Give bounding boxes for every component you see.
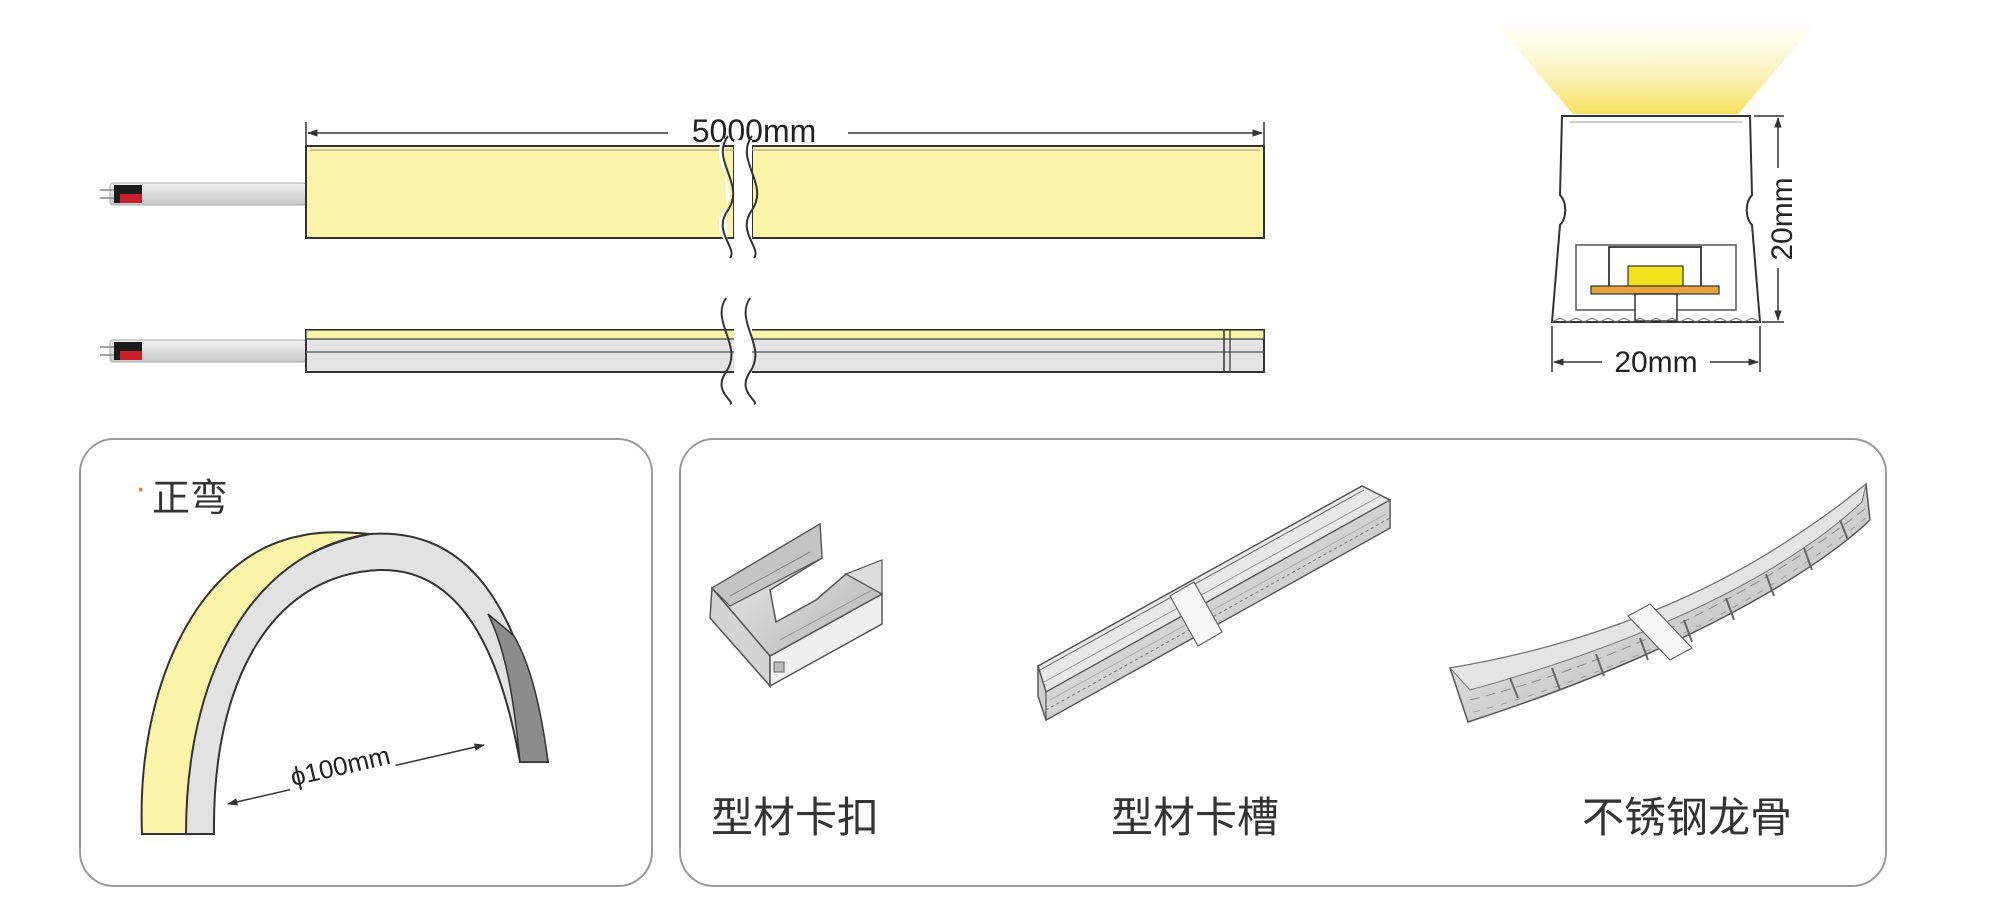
accessory-label-channel: 型材卡槽 [1111,793,1279,842]
cable-red-wire [120,194,142,203]
strip-front-left-segment [305,145,735,239]
stainless-steel-keel-icon [1449,482,1871,723]
profile-clip-icon [709,522,884,688]
led-chip [1627,265,1684,289]
accessory-label-keel: 不锈钢龙骨 [1582,793,1792,842]
strip-front-right-segment [751,145,1265,239]
strip-front-view [100,135,1265,259]
width-label: 20mm [1614,346,1697,379]
arch-led-face [140,531,371,835]
cross-section-view: 20mm 20mm [1498,27,1813,379]
bend-panel: · 正弯 ϕ100mm [79,438,653,887]
bend-bullet: · [136,473,146,508]
bend-title: 正弯 [152,476,228,520]
length-dimension: 5000mm [305,113,1265,149]
light-beam [1498,27,1813,114]
profile-channel-icon [1037,485,1392,722]
pcb-board [1590,285,1720,295]
height-label: 20mm [1766,177,1799,260]
length-label: 5000mm [692,113,817,149]
accessories-panel: 型材卡扣 型材卡槽 不锈钢龙骨 [679,438,1887,887]
strip-side-view [100,297,1265,405]
accessory-label-clip: 型材卡扣 [711,793,879,842]
